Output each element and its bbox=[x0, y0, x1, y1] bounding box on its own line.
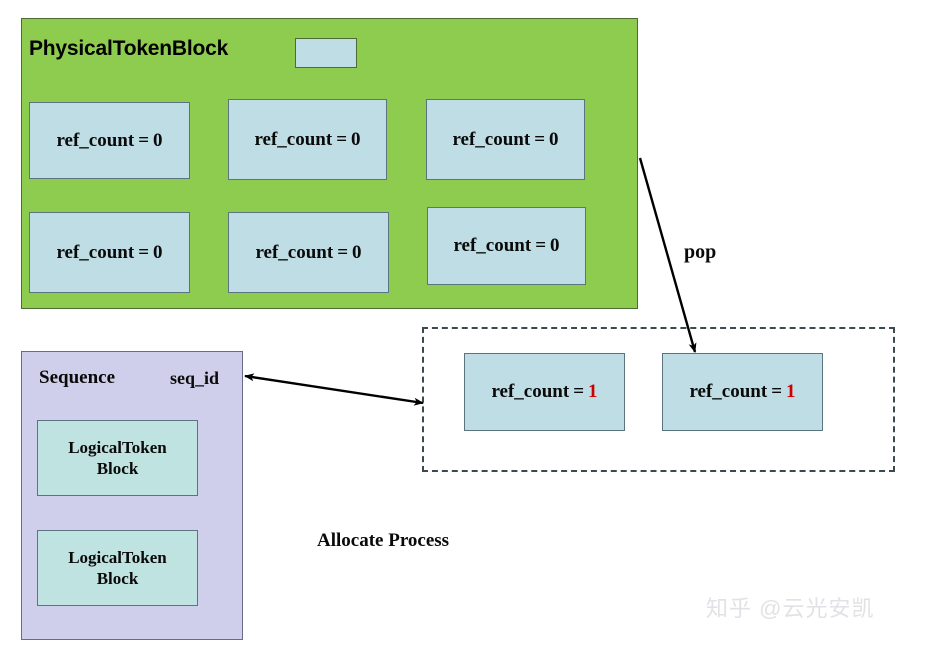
allocated-block-cell: ref_count = 1 bbox=[662, 353, 823, 431]
ref-count-value: 0 bbox=[153, 129, 163, 151]
allocated-block-cell: ref_count = 1 bbox=[464, 353, 625, 431]
allocate-process-label: Allocate Process bbox=[317, 530, 450, 551]
physical-block-cell: ref_count = 0 bbox=[426, 99, 585, 180]
physical-block-cell: ref_count = 0 bbox=[228, 99, 387, 180]
equals-sign: = bbox=[337, 241, 349, 263]
ref-count-value: 1 bbox=[588, 381, 598, 402]
ref-count-label: ref_count bbox=[255, 241, 334, 263]
ref-count-value: 1 bbox=[786, 381, 796, 402]
ref-count-label: ref_count bbox=[254, 128, 333, 150]
physical-block-cell: ref_count = 0 bbox=[228, 212, 389, 293]
pop-label: pop bbox=[684, 241, 717, 263]
equals-sign: = bbox=[138, 241, 150, 263]
ref-count-value: 0 bbox=[549, 128, 559, 150]
equals-sign: = bbox=[771, 381, 783, 402]
ref-count-value: 0 bbox=[153, 241, 163, 263]
ref-count-label: ref_count bbox=[689, 381, 768, 402]
ref-count-label: ref_count bbox=[56, 129, 135, 151]
watermark: 知乎 @云光安凯 bbox=[706, 596, 875, 621]
equals-sign: = bbox=[535, 235, 547, 256]
ref-count-label: ref_count bbox=[491, 381, 570, 402]
physical-token-block-title: PhysicalTokenBlock bbox=[29, 37, 229, 60]
ref-count-value: 0 bbox=[351, 128, 361, 150]
logical-token-block: LogicalToken Block bbox=[37, 530, 198, 606]
logical-block-line-1: LogicalToken bbox=[68, 547, 167, 567]
ref-count-label: ref_count bbox=[56, 241, 135, 263]
sequence-title: Sequence bbox=[39, 367, 115, 388]
block-color-swatch bbox=[295, 38, 357, 68]
physical-block-cell: ref_count = 0 bbox=[29, 102, 190, 179]
logical-block-line-2: Block bbox=[96, 459, 139, 478]
equals-sign: = bbox=[138, 129, 150, 151]
equals-sign: = bbox=[534, 128, 546, 150]
seq-id-label: seq_id bbox=[170, 368, 220, 388]
equals-sign: = bbox=[336, 128, 348, 150]
logical-token-block: LogicalToken Block bbox=[37, 420, 198, 496]
ref-count-label: ref_count bbox=[452, 128, 531, 150]
physical-block-cell: ref_count = 0 bbox=[29, 212, 190, 293]
sequence-to-blocks-arrow bbox=[244, 373, 424, 406]
equals-sign: = bbox=[573, 381, 585, 402]
logical-block-line-1: LogicalToken bbox=[68, 437, 167, 457]
ref-count-value: 0 bbox=[550, 235, 560, 256]
ref-count-value: 0 bbox=[352, 241, 362, 263]
logical-block-line-2: Block bbox=[96, 569, 139, 588]
ref-count-label: ref_count bbox=[453, 235, 532, 256]
physical-block-cell: ref_count = 0 bbox=[427, 207, 586, 285]
